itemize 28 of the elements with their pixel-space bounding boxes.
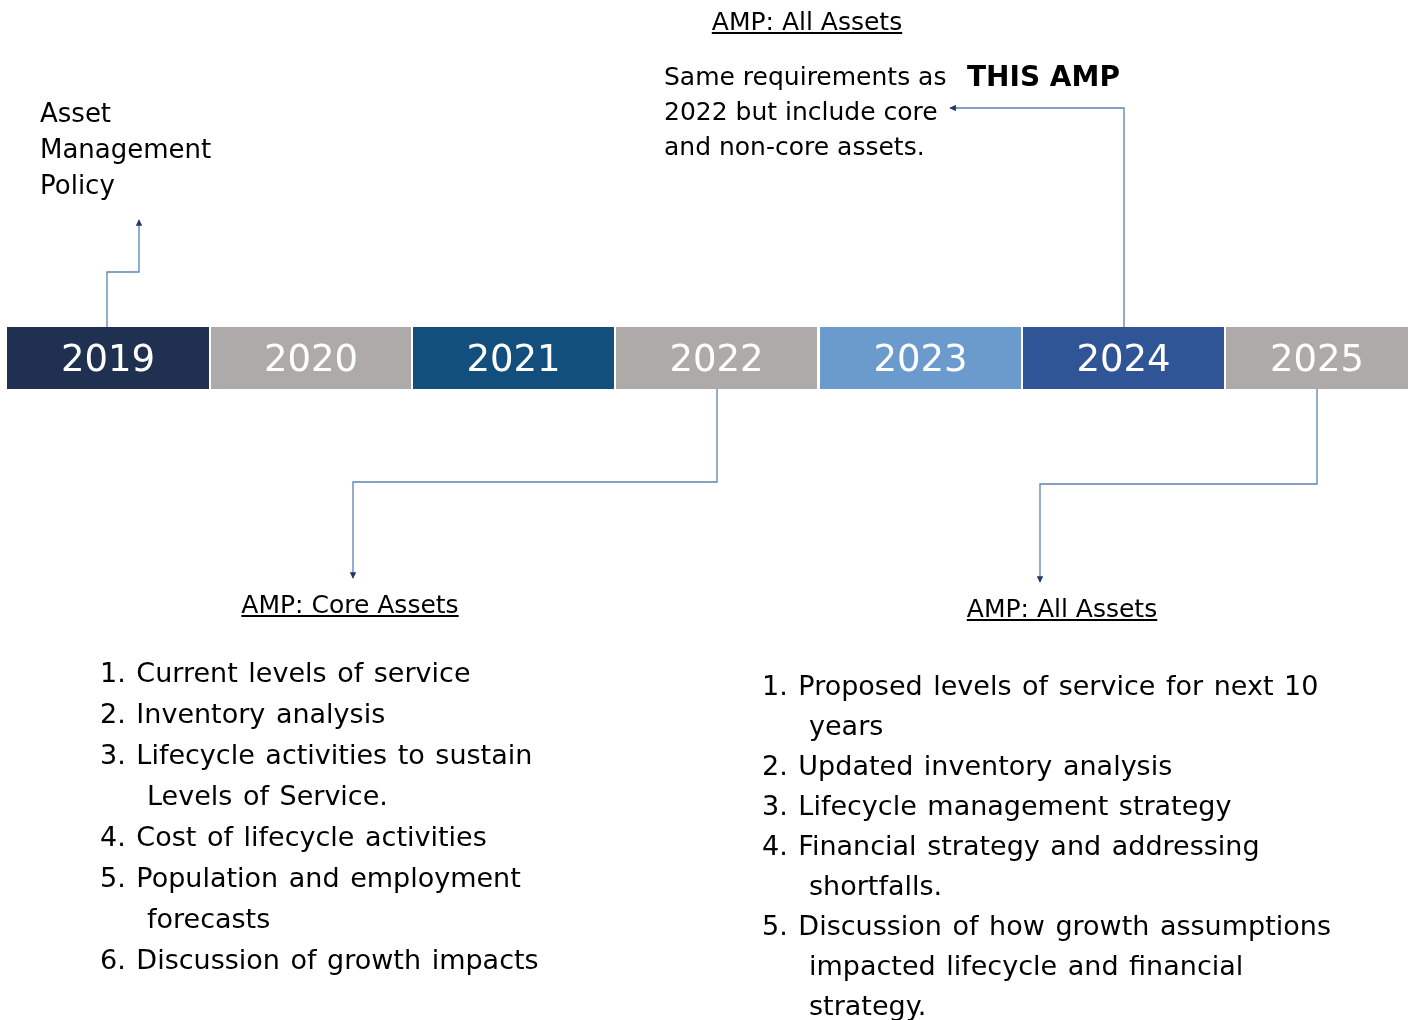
- note-text: Same requirements as 2022 but include core and non-core assets.: [664, 61, 948, 163]
- list-item: 6. Discussion of growth impacts: [100, 943, 540, 977]
- year-box: 2025: [1226, 327, 1408, 389]
- list-item: 4. Financial strategy and addressing shortfalls.: [762, 829, 1261, 903]
- list-item: 2. Updated inventory analysis: [762, 749, 1174, 783]
- year-box: 2022: [616, 327, 817, 389]
- section-heading: AMP: All Assets: [965, 593, 1159, 625]
- list-item: 2. Inventory analysis: [100, 697, 387, 731]
- year-box: 2023: [820, 327, 1021, 389]
- list-item: 1. Current levels of service: [100, 656, 472, 690]
- list-item: 3. Lifecycle activities to sustain Levels of Service.: [100, 738, 534, 813]
- list-item: 5. Population and employment forecasts: [100, 861, 522, 936]
- connector-arrow: [106, 219, 143, 328]
- year-box: 2019: [7, 327, 209, 389]
- list-item: 5. Discussion of how growth assumptions impacted lifecycle and financial strategy.: [762, 909, 1332, 1020]
- list-item: 4. Cost of lifecycle activities: [100, 820, 488, 854]
- note-text: Asset Management Policy: [40, 97, 213, 202]
- year-box: 2021: [413, 327, 614, 389]
- connector-arrow: [949, 104, 1125, 328]
- section-heading: AMP: Core Assets: [240, 589, 460, 621]
- list-item: 1. Proposed levels of service for next 10 years: [762, 669, 1320, 743]
- callout-label: THIS AMP: [967, 60, 1120, 93]
- list-item: 3. Lifecycle management strategy: [762, 789, 1233, 823]
- year-box: 2024: [1023, 327, 1224, 389]
- section-heading: AMP: All Assets: [710, 6, 904, 38]
- year-box: 2020: [211, 327, 411, 389]
- connector-arrow: [349, 388, 718, 579]
- connector-arrow: [1036, 388, 1318, 583]
